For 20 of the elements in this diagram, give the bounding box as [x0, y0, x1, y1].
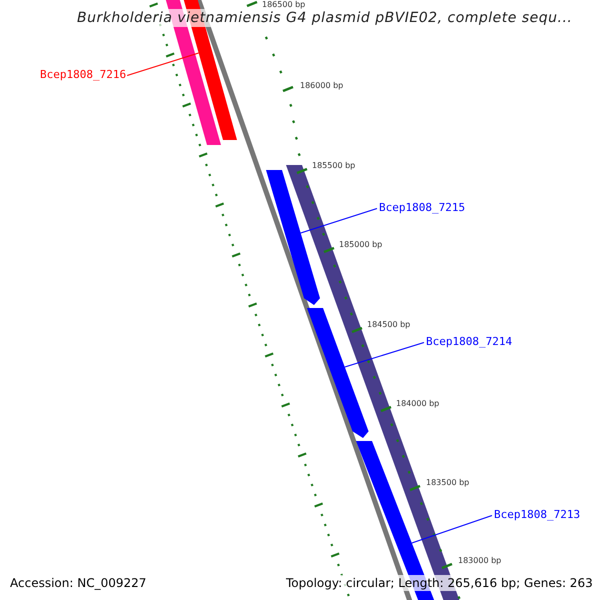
tick-label: 185000 bp [339, 240, 382, 249]
leader-line [411, 515, 492, 544]
leader-line [300, 208, 378, 234]
leader-line [126, 52, 200, 76]
tick-label: 183500 bp [426, 478, 470, 487]
gene-bar [266, 170, 320, 305]
tick-label: 184500 bp [367, 320, 410, 329]
gene-label: Bcep1808_7213 [494, 508, 580, 521]
tick-label: 184000 bp [396, 399, 440, 408]
tick-label: 186000 bp [300, 81, 344, 90]
gene-bar [307, 308, 369, 438]
tick-label: 185500 bp [312, 161, 356, 170]
footer-text: Accession: NC_009227 [8, 575, 148, 591]
gene-label: Bcep1808_7215 [379, 201, 466, 214]
gene-label: Bcep1808_7216 [40, 68, 126, 81]
tick-label: 186500 bp [262, 0, 306, 9]
gene-label: Bcep1808_7214 [426, 335, 512, 348]
footer-text: Topology: circular; Length: 265,616 bp; Genes: 263 [284, 575, 595, 591]
tick-label: 183000 bp [458, 556, 502, 565]
leader-line [344, 342, 424, 368]
